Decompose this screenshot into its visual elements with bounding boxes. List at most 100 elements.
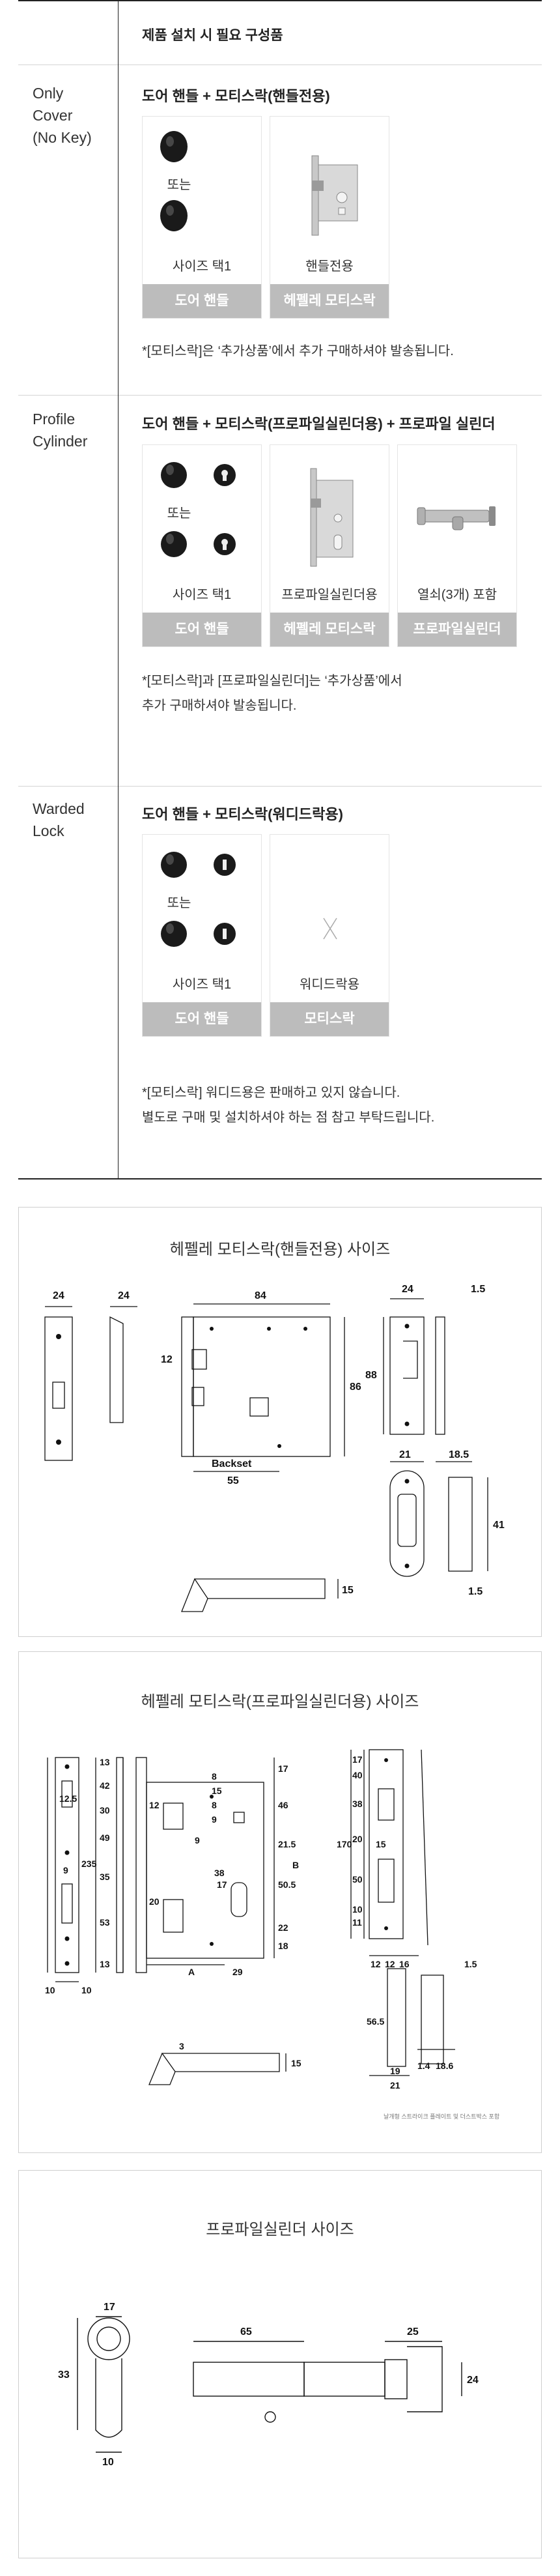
dimension-label: B [292,1860,299,1870]
card-caption: 헤펠레 모티스락 [270,284,389,318]
dimension-label: 88 [365,1370,377,1381]
dimension-label: 17 [352,1754,363,1765]
dimension-label: 38 [214,1868,225,1878]
card-caption: 도어 핸들 [143,613,261,646]
dimension-label: 20 [352,1834,363,1844]
card-label: 프로파일실린더용 [281,588,378,602]
card-label: 사이즈 택1 [172,259,232,274]
dimension-label: 50 [352,1874,363,1885]
component-card-mortise-lock: 핸들전용 헤펠레 모티스락 [270,116,389,319]
dimension-label: 18.5 [449,1449,469,1460]
dimension-label: 42 [100,1780,110,1791]
card-caption: 헤펠레 모티스락 [270,613,389,646]
card-caption: 도어 핸들 [143,1002,261,1036]
dimension-label: 8 [212,1800,217,1810]
dimension-label: 15 [376,1839,386,1849]
dimension-label: 1.5 [471,1284,485,1295]
dimension-label: 17 [104,2302,115,2313]
dimension-label: 1.5 [468,1586,483,1597]
dimension-label: 38 [352,1799,363,1809]
table-top-border [18,0,542,1]
dimension-label: Backset [212,1458,252,1469]
mortise-lock-icon [311,155,358,236]
mortise-lock-icon [310,468,354,567]
dimension-label: 25 [407,2326,419,2337]
or-text: 또는 [167,506,191,521]
row-divider [18,786,542,787]
dimension-label: 15 [342,1585,354,1596]
dimension-label: 1.4 [417,2061,430,2071]
dimension-panel-cylinder: 프로파일실린더 사이즈 17 65 25 33 24 10 [18,2170,542,2558]
card-label: 워디드락용 [300,977,359,992]
dimension-panel-handle-lock: 헤펠레 모티스락(핸들전용) 사이즈 [18,1207,542,1637]
card-label: 핸들전용 [305,259,354,274]
dimension-label: 29 [232,1967,243,1977]
card-caption: 모티스락 [270,1002,389,1036]
dimension-label: 170 [337,1839,352,1849]
component-card-warded-lock: 워디드락용 모티스락 [270,834,389,1037]
dimension-label: 21 [390,2080,400,2091]
component-card-handle: 또는 사이즈 택1 도어 핸들 [142,116,262,319]
x-placeholder-icon [323,918,337,940]
dimension-panel-profile-lock: 헤펠레 모티스락(프로파일실린더용) 사이즈 [18,1651,542,2153]
row-title: 도어 핸들 + 모티스락(워디드락용) [142,806,343,822]
dimension-label: 12 [149,1800,160,1810]
dimension-label: 40 [352,1770,363,1780]
row-note: *[모티스락]은 ‘추가상품’에서 추가 구매하셔야 발송됩니다. [142,344,454,358]
panel-title: 프로파일실린더 사이즈 [206,2221,354,2238]
dimension-label: 235 [81,1859,97,1869]
table-header-title: 제품 설치 시 필요 구성품 [142,28,283,43]
dimension-label: 15 [212,1786,222,1796]
card-caption: 프로파일실린더 [398,613,516,646]
table-bottom-border [18,1178,542,1179]
dimension-label: 30 [100,1805,110,1816]
panel-title: 헤펠레 모티스락(핸들전용) 사이즈 [169,1241,391,1258]
row-divider [18,395,542,396]
dimension-label: 24 [53,1290,64,1301]
dimension-label: 49 [100,1832,110,1843]
dimension-label: 13 [100,1757,110,1767]
dimension-label: 8 [212,1771,217,1782]
profile-lock-dimension-drawing: 12.5 9 10 10 13 42 30 49 235 35 53 13 12… [45,1749,477,2091]
profile-cylinder-icon [417,506,496,530]
dimension-label: 18.6 [436,2061,453,2071]
dimension-label: 12.5 [59,1793,77,1804]
card-label: 사이즈 택1 [172,977,232,992]
card-caption: 도어 핸들 [143,284,261,318]
dimension-label: A [188,1967,195,1977]
card-label: 열쇠(3개) 포함 [417,588,497,602]
component-card-handle: 또는 사이즈 택1 도어 핸들 [142,444,262,647]
dimension-label: 53 [100,1917,110,1928]
dimension-label: 11 [352,1917,362,1928]
handle-lock-dimension-drawing: 24 24 84 12 86 Backset 55 15 24 1.5 88 2… [44,1284,505,1612]
dimension-label: 21 [399,1449,411,1460]
panel-title: 헤펠레 모티스락(프로파일실린더용) 사이즈 [141,1693,419,1711]
panel-footnote: 날개형 스트라이크 플레이트 및 더스트박스 포함 [384,2113,500,2120]
dimension-label: 46 [278,1800,288,1810]
lever-handle-icon [161,852,236,947]
cylinder-dimension-drawing: 17 65 25 33 24 10 [58,2302,479,2468]
dimension-label: 10 [102,2457,114,2468]
dimension-label: 17 [278,1763,288,1774]
dimension-label: 19 [390,2066,400,2076]
knob-handle-icon [161,462,236,557]
dimension-label: 9 [212,1814,217,1825]
dimension-label: 50.5 [278,1879,296,1890]
dimension-label: 35 [100,1872,110,1882]
dimension-label: 22 [278,1922,288,1933]
component-card-cylinder: 열쇠(3개) 포함 프로파일실린더 [397,444,517,647]
dimension-label: 15 [291,2058,301,2068]
dimension-label: 17 [217,1879,227,1890]
dimension-label: 20 [149,1896,160,1907]
dimension-label: 12 [161,1354,173,1365]
dimension-label: 33 [58,2369,70,2381]
dimension-label: 1.5 [464,1959,477,1969]
dimension-label: 24 [118,1290,130,1301]
dimension-label: 18 [278,1941,288,1951]
dimension-label: 10 [352,1904,363,1915]
dimension-label: 24 [467,2375,479,2386]
